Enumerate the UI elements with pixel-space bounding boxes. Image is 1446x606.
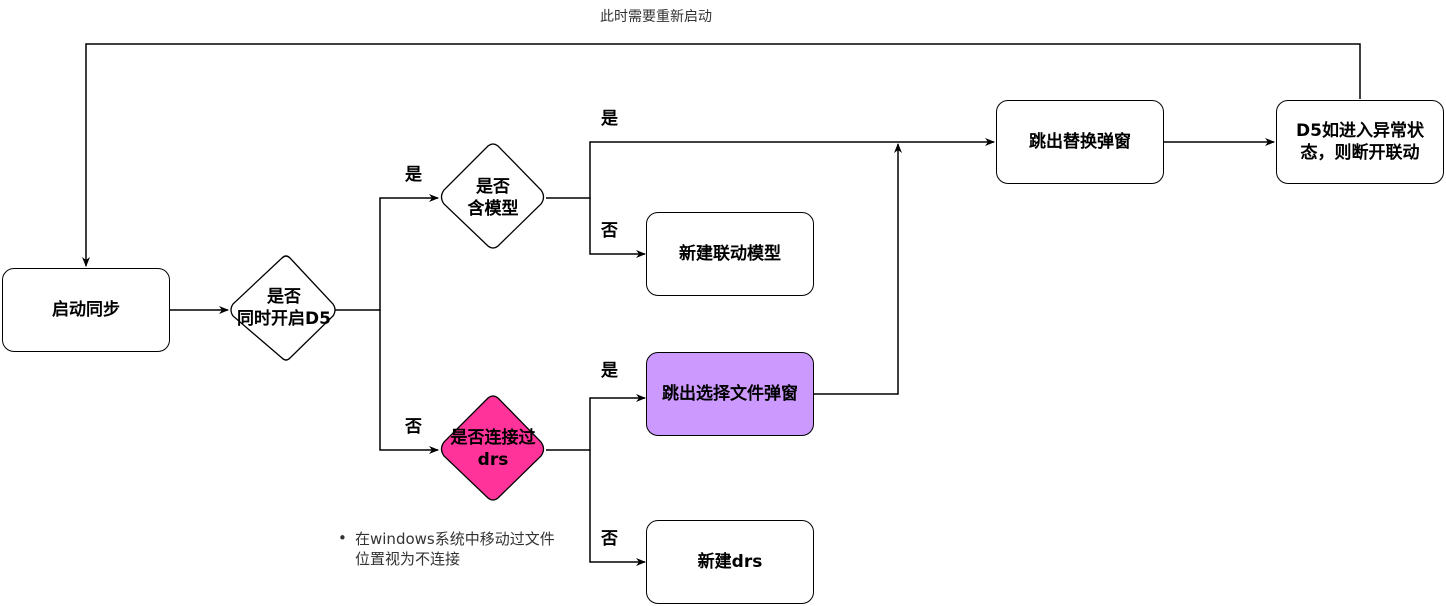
restart-label: 此时需要重新启动 (600, 9, 712, 25)
edge-drs-no (589, 450, 646, 566)
label-no-new-drs: 否 (601, 529, 618, 549)
label-no-new-model: 否 (601, 221, 618, 241)
note-bullet-icon: • (338, 529, 347, 547)
start-sync-node[interactable]: 启动同步 (2, 268, 170, 352)
d5-abnormal-node[interactable]: D5如进入异常状 态，则断开联动 (1276, 100, 1444, 184)
connected-drs-question-text[interactable]: 是否连接过 drs (450, 428, 536, 470)
edge-d5q-no (379, 310, 439, 454)
decision-d5-open (230, 255, 336, 361)
new-drs-text: 新建drs (697, 552, 763, 572)
choose-file-popup-node[interactable]: 跳出选择文件弹窗 (646, 352, 814, 436)
replace-popup-node[interactable]: 跳出替换弹窗 (996, 100, 1164, 184)
new-link-model-text: 新建联动模型 (679, 244, 781, 264)
label-yes-choose-file: 是 (601, 361, 618, 381)
edge-model-yes (546, 138, 995, 199)
d5-open-question-text[interactable]: 是否 同时开启D5 (237, 287, 331, 329)
start-sync-text: 启动同步 (52, 300, 120, 320)
edge-model-no (589, 198, 646, 258)
choose-file-popup-text: 跳出选择文件弹窗 (662, 384, 798, 404)
edge-d5q-yes (334, 194, 439, 311)
decision-connected-drs (440, 395, 545, 501)
label-yes-has-model: 是 (405, 165, 422, 185)
label-yes-replace: 是 (601, 109, 618, 129)
new-link-model-node[interactable]: 新建联动模型 (646, 212, 814, 296)
edge-choose-to-replace (814, 143, 902, 395)
note-text: 在windows系统中移动过文件位置视为不连接 (355, 530, 555, 568)
has-model-question-text[interactable]: 是否 含模型 (467, 177, 519, 219)
d5-abnormal-text: D5如进入异常状 态，则断开联动 (1296, 121, 1424, 163)
edge-drs-yes (546, 394, 646, 451)
edge-restart-loop (82, 43, 1361, 267)
label-no-connected-drs: 否 (405, 417, 422, 437)
decision-has-model (440, 143, 545, 249)
new-drs-node[interactable]: 新建drs (646, 520, 814, 604)
replace-popup-text: 跳出替换弹窗 (1029, 132, 1131, 152)
